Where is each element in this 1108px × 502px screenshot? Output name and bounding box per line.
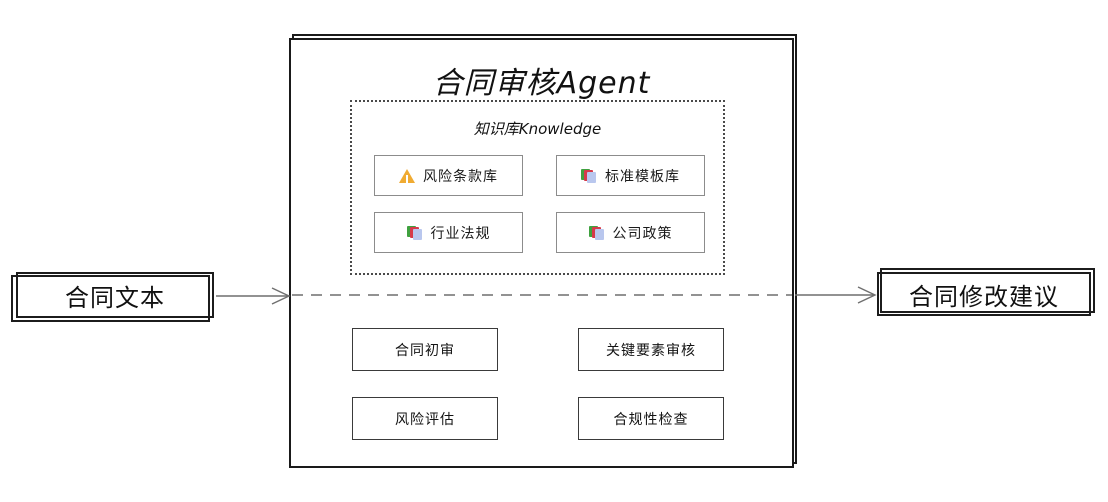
process-item-key-element-review[interactable]: 关键要素审核	[578, 328, 724, 371]
knowledge-item-standard-template-library[interactable]: 标准模板库	[556, 155, 705, 196]
books-icon	[581, 168, 597, 184]
agent-container: 合同审核Agent 知识库Knowledge 风险条款库 标准模板库	[289, 38, 794, 468]
input-node-contract-text[interactable]: 合同文本	[11, 272, 214, 322]
knowledge-items-grid: 风险条款库 标准模板库 行业法规	[374, 155, 705, 253]
knowledge-panel-title: 知识库Knowledge	[473, 120, 602, 138]
output-node-contract-suggestions[interactable]: 合同修改建议	[877, 268, 1095, 316]
knowledge-item-label: 标准模板库	[605, 167, 680, 184]
warning-icon	[399, 168, 415, 184]
knowledge-item-label: 公司政策	[612, 224, 673, 241]
process-item-label: 合同初审	[395, 341, 455, 358]
knowledge-item-risk-clause-library[interactable]: 风险条款库	[374, 155, 523, 196]
process-item-label: 关键要素审核	[606, 341, 696, 358]
arrow-head-input	[271, 287, 291, 305]
books-icon	[406, 225, 423, 241]
output-node-label: 合同修改建议	[909, 283, 1059, 311]
process-item-risk-assessment[interactable]: 风险评估	[352, 397, 498, 440]
books-icon	[588, 225, 605, 241]
knowledge-item-industry-regulations[interactable]: 行业法规	[374, 212, 523, 253]
knowledge-item-label: 风险条款库	[423, 167, 498, 184]
input-node-border	[16, 272, 214, 318]
output-node-border	[877, 272, 1091, 316]
input-node-label: 合同文本	[65, 284, 165, 312]
process-items-grid: 合同初审 关键要素审核 风险评估 合规性检查	[352, 328, 724, 440]
process-item-initial-review[interactable]: 合同初审	[352, 328, 498, 371]
knowledge-item-company-policy[interactable]: 公司政策	[556, 212, 705, 253]
knowledge-panel: 知识库Knowledge 风险条款库 标准模板库	[350, 100, 725, 275]
knowledge-item-label: 行业法规	[430, 224, 491, 241]
arrow-head-output	[857, 286, 877, 304]
process-item-label: 风险评估	[395, 410, 455, 427]
process-item-compliance-check[interactable]: 合规性检查	[578, 397, 724, 440]
process-item-label: 合规性检查	[613, 410, 689, 427]
agent-title: 合同审核Agent	[432, 66, 651, 101]
